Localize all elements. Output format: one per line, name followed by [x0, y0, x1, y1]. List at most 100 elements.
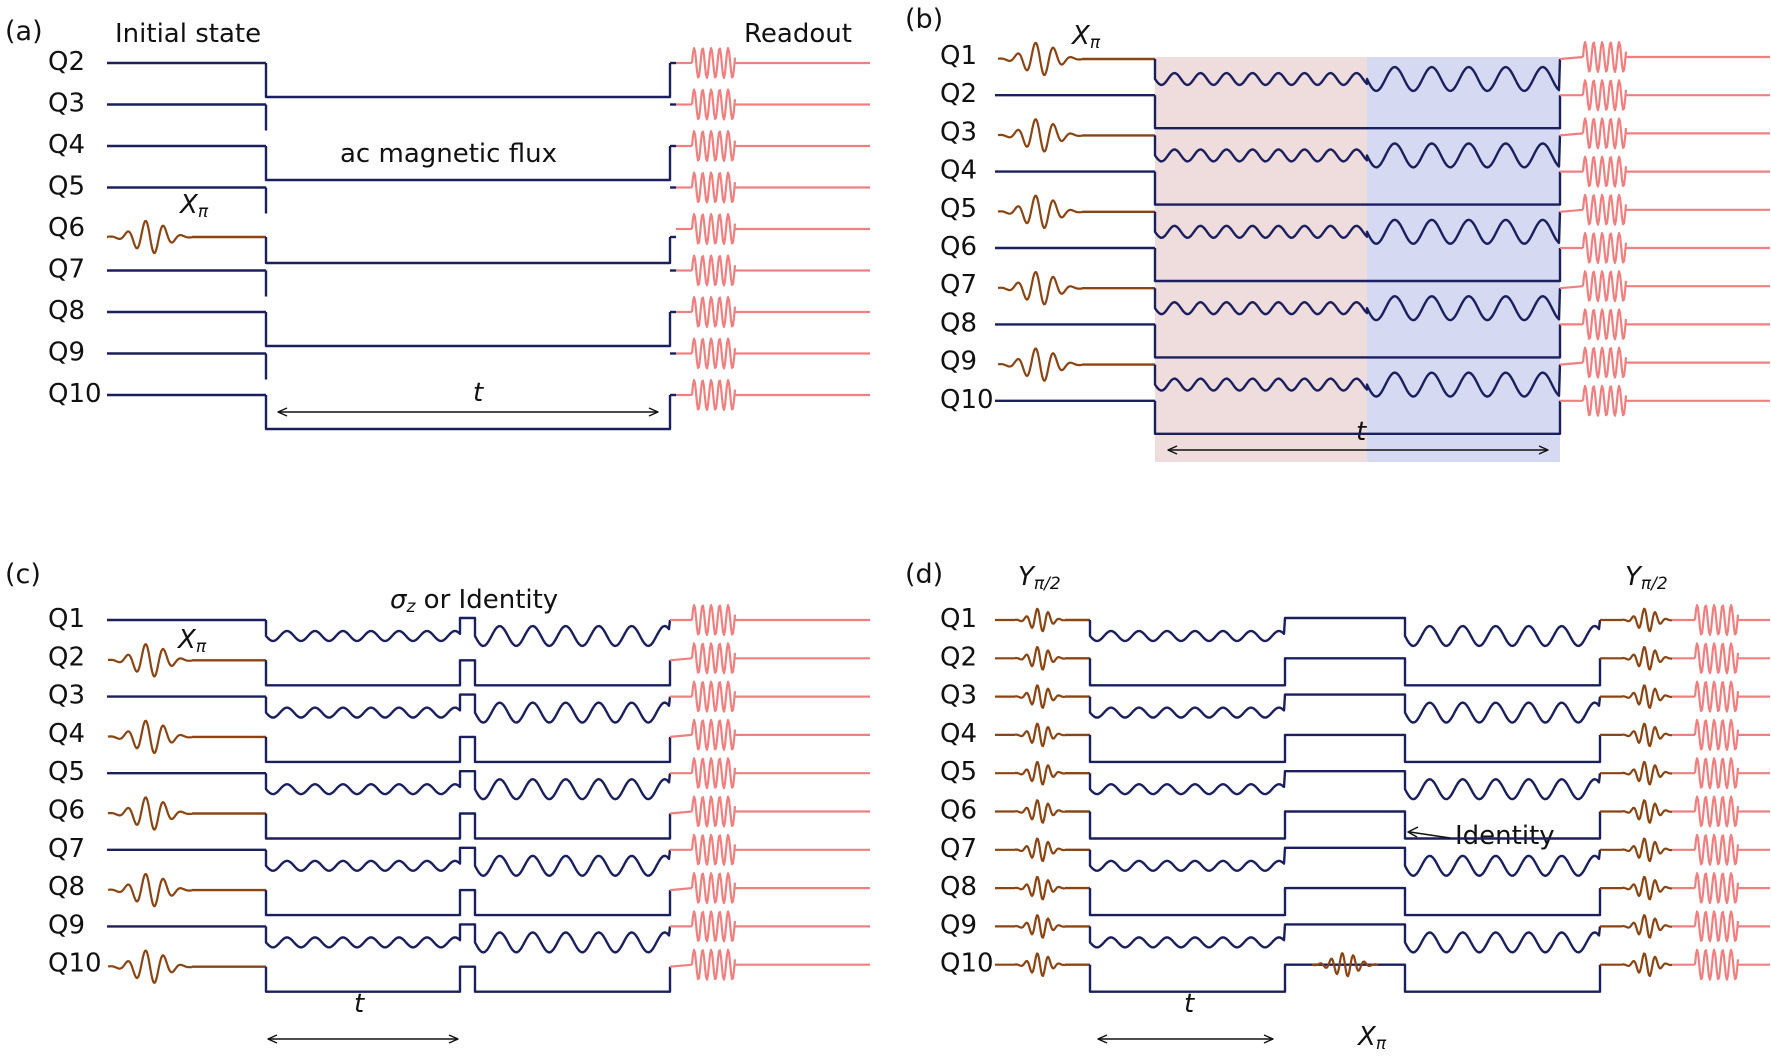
panel-b-tag: (b) — [905, 4, 943, 35]
time-arrow-head-left — [1167, 445, 1178, 455]
qubit-label: Q3 — [940, 117, 977, 147]
readout-pulse — [690, 171, 737, 204]
readout-pulse — [1693, 872, 1740, 905]
panel-c-time-arrow — [267, 1034, 459, 1044]
qubit-label: Q1 — [940, 41, 977, 71]
y-half-pulse-left — [1014, 607, 1066, 633]
qubit-trace-Q10 — [995, 948, 1770, 993]
gate-sub: π — [1376, 1034, 1387, 1054]
readout-lead — [1559, 55, 1584, 61]
panel-d-gate-x: Xπ — [1356, 1022, 1387, 1054]
qubit-trace-Q2 — [995, 79, 1770, 130]
qubit-label: Q7 — [48, 834, 85, 864]
readout-pulse — [1581, 232, 1628, 264]
qubit-trace-Q3 — [995, 680, 1770, 724]
identity-arrow-line — [1409, 831, 1451, 839]
identity-arrow — [1407, 826, 1451, 839]
readout-pulse — [1581, 155, 1628, 188]
qubit-trace-Q8 — [995, 308, 1770, 359]
qubit-trace-Q6 — [995, 795, 1770, 840]
qubit-trace-Q8 — [107, 872, 870, 917]
qubit-trace-Q4 — [107, 718, 870, 764]
qubit-trace-Q3 — [997, 117, 1770, 169]
readout-lead — [1559, 132, 1584, 137]
readout-lead — [669, 810, 693, 815]
readout-pulse — [690, 88, 737, 121]
time-arrow-head-right — [448, 1034, 459, 1044]
gate-op: X — [1070, 21, 1091, 51]
panel-a-gate-label: Xπ — [178, 190, 209, 222]
flux-pulse-with-echo — [264, 846, 672, 877]
readout-pulse — [690, 680, 737, 713]
flux-pulse-with-gap — [1088, 810, 1602, 840]
y-half-pulse-left — [1014, 952, 1066, 977]
initial-state-label: Initial state — [115, 19, 261, 49]
readout-pulse — [1693, 604, 1740, 636]
readout-lead — [1559, 208, 1584, 213]
panel-c-traces — [107, 604, 870, 1044]
readout-pulse — [1581, 346, 1628, 379]
flux-pulse-with-echo — [264, 812, 672, 840]
qubit-label: Q3 — [940, 681, 977, 711]
readout-pulse — [690, 130, 737, 162]
interaction-window-1 — [1155, 57, 1367, 462]
flux-pulse — [1153, 400, 1562, 435]
sigma-subscript: z — [405, 597, 416, 617]
drive-pulse — [997, 41, 1083, 77]
flux-pulse — [264, 146, 672, 182]
sigma-symbol: σ — [390, 585, 408, 615]
gate-op: X — [1356, 1022, 1377, 1052]
y-half-pulse-left — [1014, 646, 1066, 671]
flux-pulse-with-echo — [264, 659, 672, 687]
flux-pulse-with-gap — [1088, 693, 1602, 724]
qubit-trace-Q9 — [107, 910, 870, 954]
panel-d-time-label: t — [1184, 989, 1195, 1019]
qubit-trace-Q1 — [997, 41, 1770, 93]
qubit-label: Q8 — [940, 872, 977, 902]
two-stage-flux-pulse — [1153, 211, 1562, 245]
drive-pulse — [107, 219, 193, 255]
qubit-trace-Q8 — [995, 872, 1770, 917]
y-half-pulse-left — [1014, 875, 1066, 901]
qubit-label: Q7 — [48, 255, 85, 285]
qubit-trace-Q2 — [107, 642, 870, 687]
gate-sub: π/2 — [1034, 574, 1061, 594]
readout-pulse — [690, 604, 737, 636]
drive-pulse — [997, 347, 1083, 382]
ac-flux-label: ac magnetic flux — [340, 139, 557, 169]
readout-pulse — [690, 213, 737, 245]
qubit-trace-Q10 — [107, 379, 870, 431]
qubit-trace-Q9 — [995, 910, 1770, 954]
readout-pulse — [1693, 795, 1740, 828]
readout-label: Readout — [744, 19, 852, 49]
flux-pulse — [264, 395, 672, 431]
panel-a-qubit-labels: Q2 Q3 Q4 Q5 Q6 Q7 Q8 Q9 Q10 — [48, 47, 102, 409]
qubit-trace-Q5 — [997, 193, 1770, 245]
qubit-label: Q10 — [48, 379, 102, 409]
qubit-label: Q4 — [940, 719, 977, 749]
two-stage-flux-pulse — [1153, 364, 1562, 398]
two-stage-flux-pulse — [1153, 135, 1562, 169]
two-stage-flux-pulse — [1153, 288, 1562, 322]
readout-pulse — [690, 296, 737, 328]
panel-b: (b) Xπ t Q1 Q2 Q3 Q4 Q5 Q6 Q7 Q8 Q9 Q10 — [905, 4, 1770, 462]
x-pi-pulse — [1311, 952, 1379, 978]
gate-op: X — [176, 625, 197, 655]
readout-pulse — [690, 833, 737, 866]
panel-a-traces — [107, 47, 870, 431]
panel-d-tag: (d) — [905, 559, 943, 590]
drive-pulse — [997, 194, 1083, 229]
flux-pulse-with-echo — [264, 693, 672, 724]
readout-lead — [669, 733, 693, 738]
readout-pulse — [690, 642, 737, 675]
qubit-trace-Q7 — [107, 254, 870, 297]
qubit-label: Q10 — [940, 385, 994, 415]
interaction-window-2 — [1367, 57, 1560, 462]
qubit-label: Q1 — [940, 604, 977, 634]
qubit-trace-Q4 — [995, 155, 1770, 206]
time-arrow-head-right — [1538, 445, 1549, 455]
y-half-pulse-left — [1014, 914, 1066, 939]
readout-lead — [669, 887, 693, 892]
qubit-label: Q7 — [940, 270, 977, 300]
gate-sub: π — [198, 202, 209, 222]
